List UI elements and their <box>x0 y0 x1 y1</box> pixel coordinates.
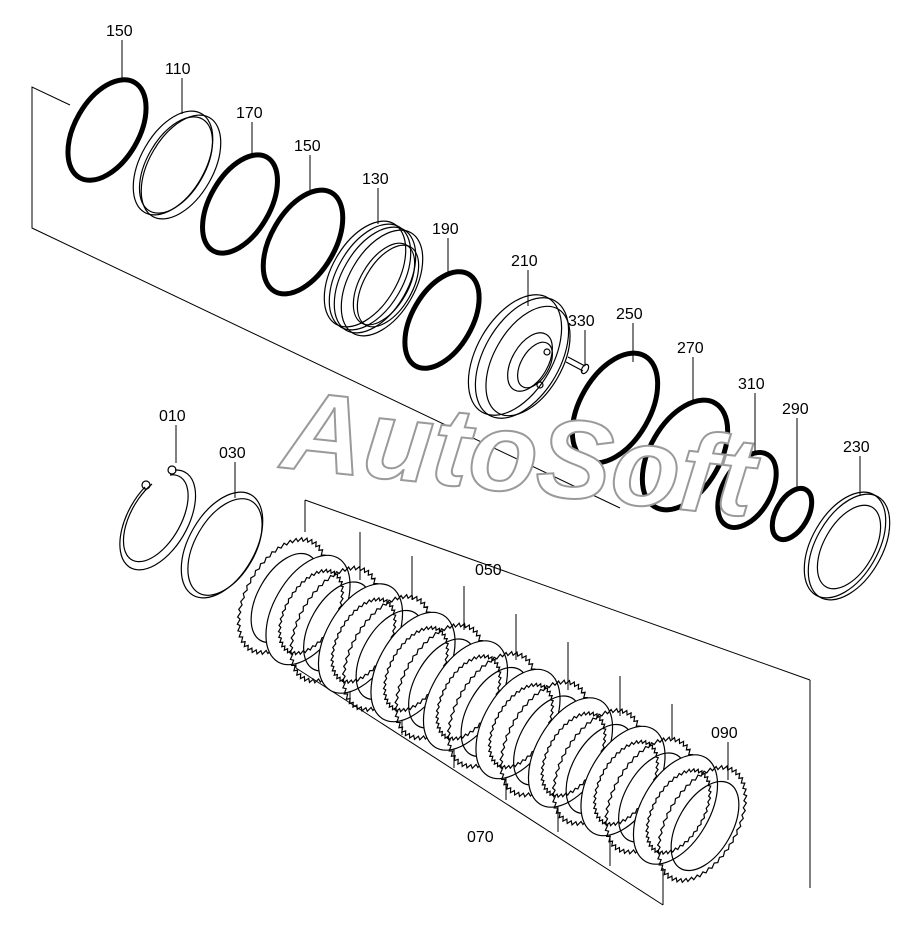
label-150-first: 150 <box>106 23 133 40</box>
part-110-ring <box>132 110 222 220</box>
label-270: 270 <box>677 340 704 357</box>
part-290-o-ring <box>769 485 815 543</box>
leader-lines <box>121 40 861 780</box>
part-310-o-ring <box>715 450 779 530</box>
part-170-o-ring <box>200 152 280 256</box>
friction-disc-inner-teeth <box>277 568 345 656</box>
label-150-second: 150 <box>294 138 321 155</box>
part-230-washer <box>803 491 891 601</box>
label-010: 010 <box>159 408 186 425</box>
part-330-pin <box>565 356 590 375</box>
part-190-o-ring <box>402 269 482 371</box>
label-210: 210 <box>511 253 538 270</box>
label-090: 090 <box>711 725 738 742</box>
friction-disc-inner-teeth <box>487 682 555 770</box>
label-130: 130 <box>362 171 389 188</box>
label-170: 170 <box>236 105 263 122</box>
label-290: 290 <box>782 401 809 418</box>
friction-disc-inner-teeth <box>330 596 397 685</box>
clutch-discs <box>236 536 748 884</box>
label-310: 310 <box>738 376 765 393</box>
label-330: 330 <box>568 313 595 330</box>
part-250-o-ring <box>569 350 661 466</box>
part-010-snap-ring <box>119 465 197 571</box>
part-130-piston <box>323 220 424 337</box>
label-190: 190 <box>432 221 459 238</box>
part-150-o-ring-second <box>260 187 346 297</box>
label-030: 030 <box>219 445 246 462</box>
label-070: 070 <box>467 829 494 846</box>
part-labels: 150 110 170 150 130 190 210 330 250 270 … <box>106 23 870 846</box>
part-270-o-ring <box>639 397 731 513</box>
part-210-hub <box>467 294 571 419</box>
steel-plate-inner-edge <box>670 780 740 872</box>
part-150-o-ring <box>65 77 149 183</box>
part-030-ring <box>180 491 264 599</box>
label-050: 050 <box>475 562 502 579</box>
label-230: 230 <box>843 439 870 456</box>
friction-disc-inner-teeth <box>540 710 607 799</box>
friction-disc-inner-teeth <box>382 625 450 713</box>
steel-plate <box>656 764 748 884</box>
friction-disc-inner-teeth <box>435 653 502 742</box>
friction-disc-inner-teeth <box>592 739 660 827</box>
label-250: 250 <box>616 306 643 323</box>
label-110: 110 <box>165 61 191 78</box>
friction-disc-inner-teeth <box>645 767 712 856</box>
upper-group-outline <box>31 86 621 509</box>
friction-disc <box>632 754 719 865</box>
